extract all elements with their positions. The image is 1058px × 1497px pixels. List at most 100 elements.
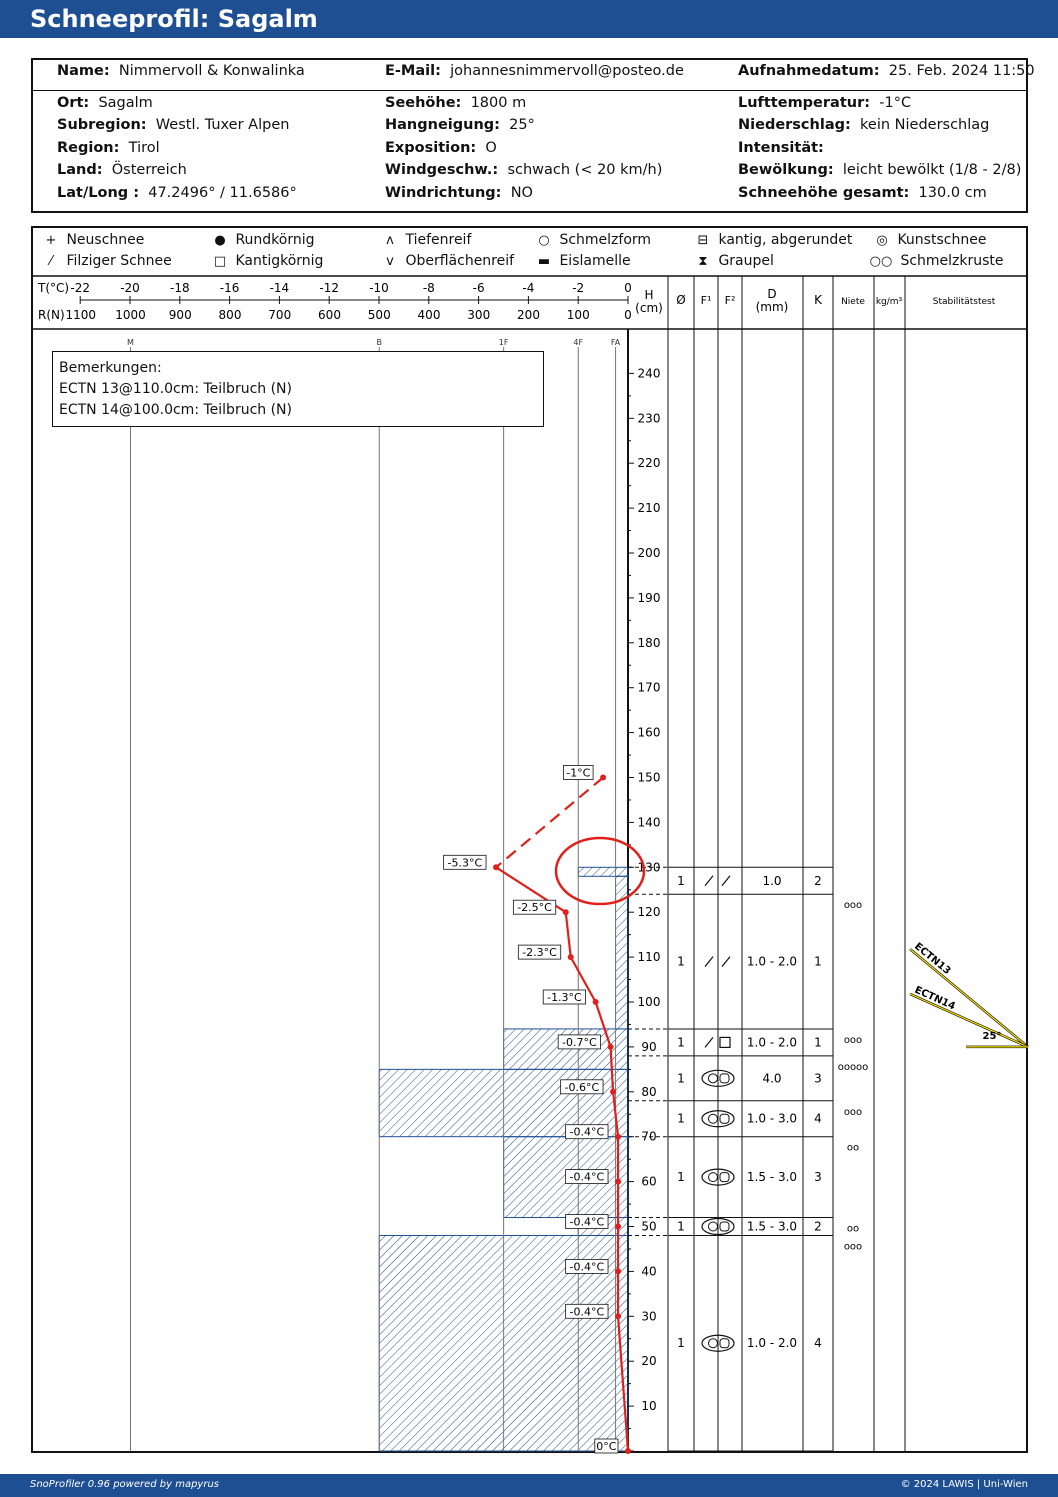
layer-grain-size: 1.0 — [762, 874, 781, 888]
r-axis-tick-label: 400 — [418, 308, 441, 322]
legend-item-kunstschnee: ◎ Kunstschnee — [871, 232, 986, 248]
melt-crust-icon — [701, 1069, 735, 1087]
rounded-square-icon — [719, 1073, 730, 1084]
r-axis-tick-label: 1100 — [65, 308, 96, 322]
melt-crust-icon: ○○ — [869, 254, 893, 269]
layer-hardness-k: 4 — [814, 1336, 822, 1350]
temperature-label: -0.4°C — [570, 1216, 605, 1229]
temperature-label-box — [565, 1214, 609, 1229]
footer-left: SnoProfiler 0.96 powered by mapyrus — [30, 1479, 220, 1490]
temperature-label-box — [557, 1034, 601, 1050]
h-axis-tick-label: 50 — [641, 1220, 656, 1234]
slash-icon — [721, 875, 731, 887]
stability-test-label: ECTN13 — [912, 941, 952, 977]
layer-grain-size: 1.0 - 2.0 — [747, 1035, 797, 1049]
info-email: E-Mail: johannesnimmervoll@posteo.de — [385, 63, 684, 79]
melt-crust-icon — [708, 1338, 718, 1349]
layer-niete: ooo — [844, 1107, 862, 1118]
temperature-segment — [609, 1046, 615, 1092]
t-axis-tick-label: -2 — [572, 281, 584, 295]
legend-item-filziger-schnee: ⁄ Filziger Schnee — [40, 253, 172, 269]
layer-hardness-k: 2 — [814, 874, 822, 888]
temperature-point — [567, 954, 574, 961]
layer-hardness-k: 3 — [814, 1170, 822, 1184]
temperature-point — [493, 864, 500, 871]
legend-item-oberflaechenreif: v Oberflächenreif — [379, 253, 514, 269]
r-axis-label: R(N) — [38, 308, 65, 322]
layer-hardness-k: 1 — [814, 955, 822, 969]
hourglass-icon: ⧗ — [698, 254, 708, 269]
highlight-circle — [554, 836, 646, 906]
melt-crust-icon — [701, 1110, 735, 1128]
r-axis-tick-label: 200 — [517, 308, 540, 322]
melt-crust-icon — [708, 1073, 718, 1084]
footer-bar: SnoProfiler 0.96 powered by mapyrus © 20… — [0, 1474, 1058, 1497]
remarks-line-2: ECTN 14@100.0cm: Teilbruch (N) — [59, 402, 292, 418]
info-date: Aufnahmedatum: 25. Feb. 2024 11:50 — [738, 63, 1035, 79]
h-axis-label: H — [644, 288, 653, 302]
layer-diameter: 1 — [677, 1035, 685, 1049]
slash-icon: ⁄ — [49, 254, 53, 269]
col-header-f2: F² — [725, 294, 736, 307]
layer-hardness-k: 4 — [814, 1112, 822, 1126]
temperature-point — [615, 1313, 622, 1320]
page-title: Schneeprofil: Sagalm — [30, 5, 318, 33]
header-bar: Schneeprofil: Sagalm — [0, 0, 1058, 38]
temperature-label: -5.3°C — [448, 856, 483, 869]
temperature-label-box — [563, 765, 594, 780]
layer-hardness-k: 3 — [814, 1071, 822, 1085]
rounded-square-icon — [719, 1338, 730, 1349]
layer-diameter: 1 — [677, 1170, 685, 1184]
layer-niete: ooooo — [838, 1062, 869, 1073]
temperature-point — [600, 774, 607, 781]
open-circle-icon: ○ — [538, 233, 550, 248]
slash-icon — [704, 1037, 714, 1048]
t-axis-tick-label: -22 — [70, 281, 90, 295]
temperature-segment — [569, 956, 597, 1003]
info-exposition: Exposition: O — [385, 140, 497, 156]
info-ort: Ort: Sagalm — [57, 95, 153, 111]
temperature-label-box — [512, 899, 557, 915]
temperature-point — [592, 999, 599, 1005]
h-axis-tick-label: 160 — [638, 726, 661, 740]
r-axis-tick-label: 300 — [467, 308, 490, 322]
h-axis-unit: (cm) — [635, 301, 663, 315]
info-seehoehe: Seehöhe: 1800 m — [385, 95, 527, 111]
open-square-icon: □ — [213, 254, 227, 269]
melt-crust-icon — [701, 1334, 735, 1352]
temperature-label-box — [565, 1303, 609, 1319]
temperature-label: -0.4°C — [570, 1305, 605, 1318]
r-axis-tick-label: 600 — [318, 308, 341, 322]
temperature-label: -0.4°C — [570, 1126, 605, 1139]
h-axis-tick-label: 140 — [638, 815, 661, 829]
filled-circle-icon: ● — [214, 233, 226, 248]
remarks-line-1: ECTN 13@110.0cm: Teilbruch (N) — [59, 381, 292, 397]
legend-item-neuschnee: + Neuschnee — [40, 232, 145, 248]
temperature-segment — [564, 912, 572, 958]
legend-item-schmelzform: ○ Schmelzform — [533, 232, 651, 248]
layer-niete: ooo — [844, 900, 862, 911]
temperature-label: -0.6°C — [565, 1081, 600, 1094]
temperature-label: -0.4°C — [570, 1260, 605, 1273]
info-schneehoehe: Schneehöhe gesamt: 130.0 cm — [738, 185, 987, 201]
info-intensitaet: Intensität: — [738, 140, 824, 156]
r-axis-tick-label: 1000 — [115, 308, 146, 322]
h-axis-tick-label: 10 — [641, 1399, 656, 1413]
info-windgeschw: Windgeschw.: schwach (< 20 km/h) — [385, 162, 663, 178]
layer-grain-size: 4.0 — [762, 1071, 781, 1085]
t-axis-tick-label: 0 — [624, 281, 632, 295]
r-axis-tick-label: 700 — [268, 308, 291, 322]
temperature-point — [610, 1088, 617, 1095]
h-axis-tick-label: 30 — [641, 1309, 656, 1323]
temperature-label-box — [443, 854, 487, 870]
legend-item-graupel: ⧗ Graupel — [692, 253, 773, 269]
h-axis-tick-label: 60 — [641, 1175, 656, 1189]
hardness-layer — [577, 866, 629, 877]
caret-up-icon: ʌ — [386, 233, 394, 248]
r-axis-tick-label: 900 — [169, 308, 192, 322]
temperature-label: -0.7°C — [562, 1036, 597, 1049]
remarks-title: Bemerkungen: — [59, 360, 162, 376]
h-axis-tick-label: 220 — [638, 456, 661, 470]
info-bewoelkung: Bewölkung: leicht bewölkt (1/8 - 2/8) — [738, 162, 1022, 178]
col-header-d: D — [767, 287, 776, 301]
